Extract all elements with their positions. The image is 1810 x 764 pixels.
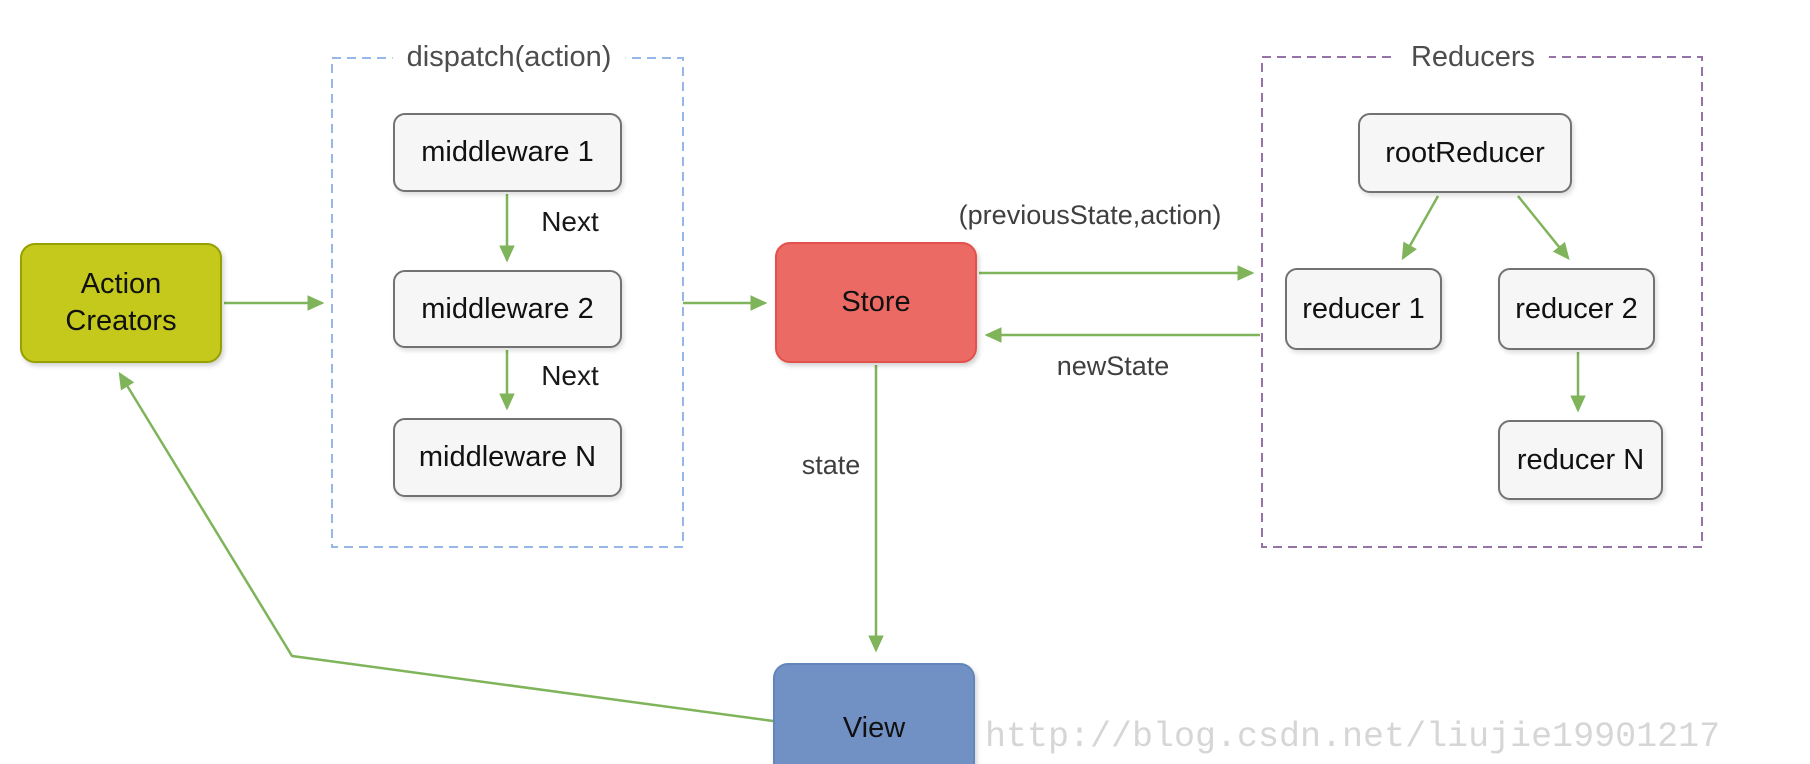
node-reducer-1-label: reducer 1 bbox=[1302, 292, 1425, 325]
node-root-reducer-label: rootReducer bbox=[1385, 136, 1545, 169]
node-reducer-n: reducer N bbox=[1498, 420, 1663, 500]
node-store-label: Store bbox=[841, 286, 911, 318]
edge-label-next-2: Next bbox=[541, 360, 599, 391]
node-reducer-2: reducer 2 bbox=[1498, 268, 1655, 350]
node-middleware-n: middleware N bbox=[393, 418, 622, 497]
node-view-label: View bbox=[842, 711, 906, 744]
node-reducer-n-label: reducer N bbox=[1516, 443, 1645, 476]
node-action-creators-label: Action Creators bbox=[65, 268, 177, 337]
edge-rootreducer-to-reducer2 bbox=[1517, 195, 1570, 260]
node-root-reducer: rootReducer bbox=[1358, 113, 1572, 193]
edge-label-state: state bbox=[801, 450, 861, 480]
watermark-url: http://blog.csdn.net/liujie19901217 bbox=[985, 717, 1721, 757]
edge-label-previous-state-action: (previousState,action) bbox=[958, 200, 1222, 230]
node-reducer-2-label: reducer 2 bbox=[1515, 292, 1638, 325]
node-middleware-2: middleware 2 bbox=[393, 270, 622, 348]
node-middleware-1-label: middleware 1 bbox=[421, 136, 594, 168]
edge-label-next-1: Next bbox=[541, 206, 599, 237]
edge-rootreducer-to-reducer1 bbox=[1401, 195, 1440, 261]
edge-label-new-state: newState bbox=[1056, 351, 1170, 381]
reducers-group-title: Reducers bbox=[1396, 40, 1550, 74]
node-store: Store bbox=[775, 242, 977, 363]
node-view: View bbox=[773, 663, 975, 764]
node-middleware-2-label: middleware 2 bbox=[421, 292, 594, 325]
node-action-creators: Action Creators bbox=[20, 243, 222, 363]
node-middleware-1: middleware 1 bbox=[393, 113, 622, 192]
node-reducer-1: reducer 1 bbox=[1285, 268, 1442, 350]
node-middleware-n-label: middleware N bbox=[418, 441, 597, 473]
dispatch-group-title: dispatch(action) bbox=[392, 40, 626, 74]
